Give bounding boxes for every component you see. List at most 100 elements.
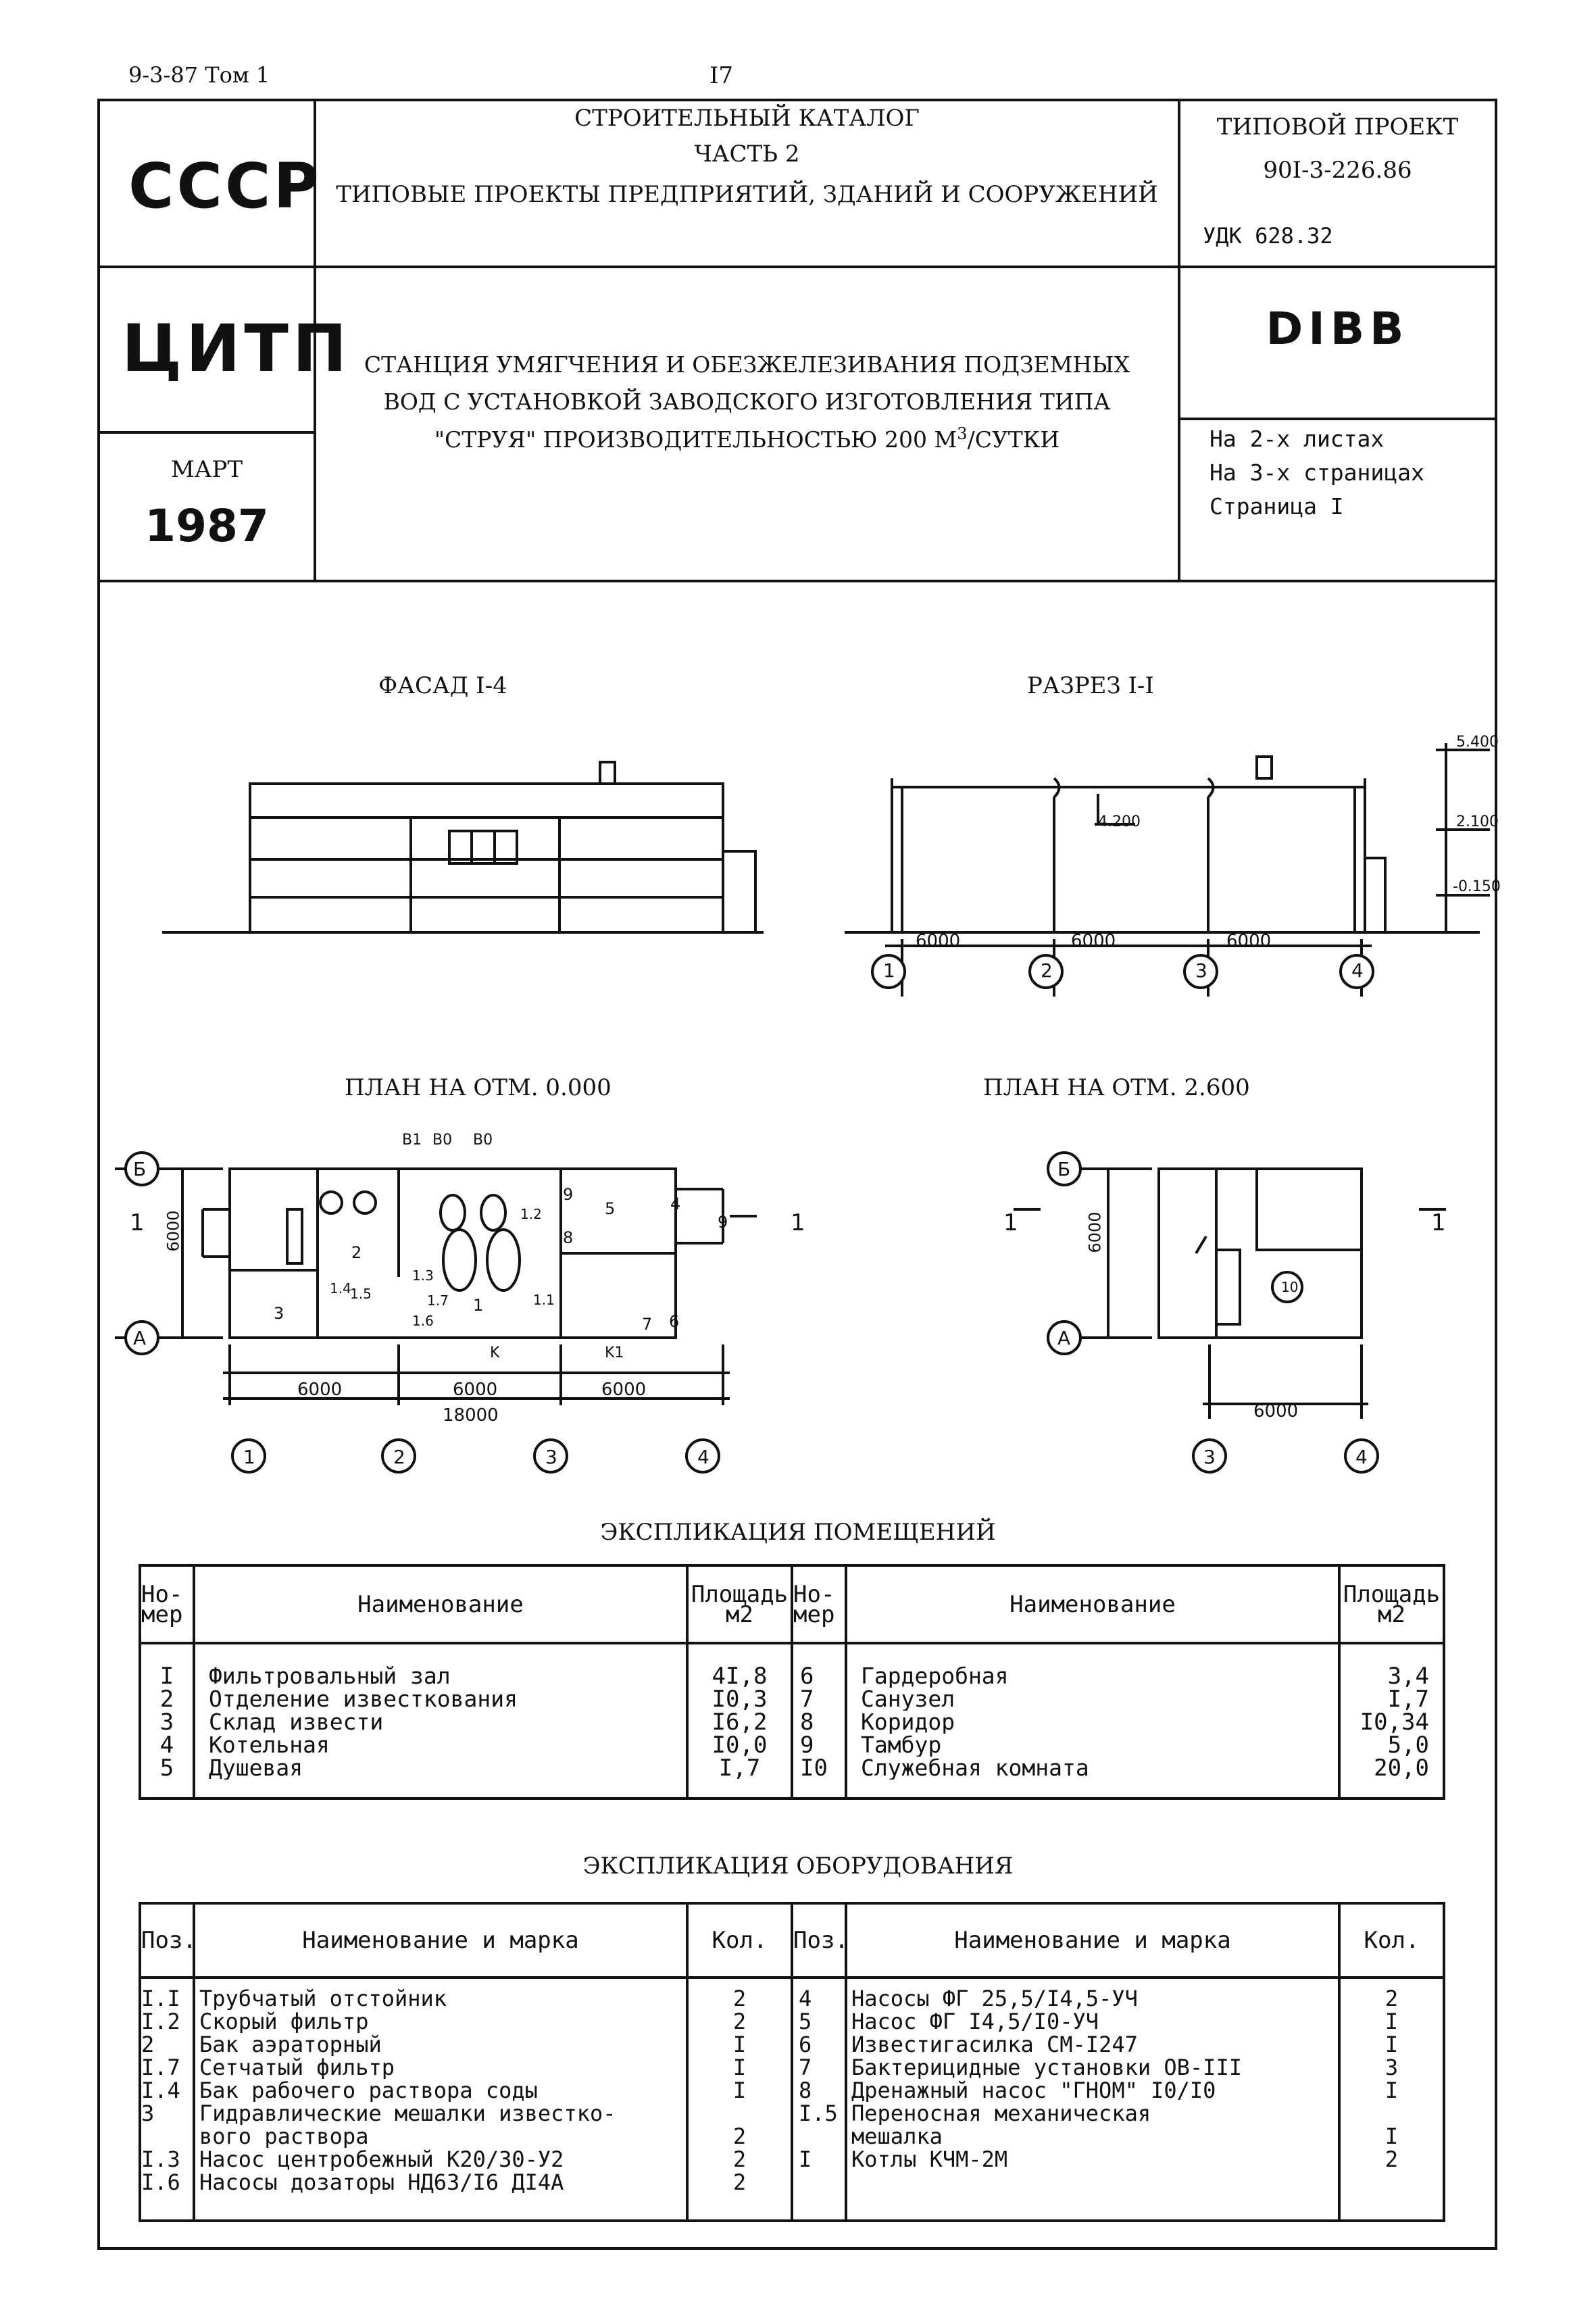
elev-low: -0.150 [1453, 878, 1501, 895]
plan2-cut-right: 1 [1431, 1209, 1446, 1236]
table-row: 3,4 [1387, 1665, 1429, 1688]
table-row: I.6 [141, 2171, 180, 2194]
table-row: Насос центробежный К20/30-У2 [199, 2148, 564, 2171]
section-axis-4: 4 [1351, 959, 1364, 982]
table-row: Насосы дозаторы НД63/I6 ДI4А [199, 2171, 564, 2194]
table-row: 4I,8 [712, 1665, 768, 1688]
table-row: Известигасилка СМ-I247 [851, 2033, 1138, 2056]
project-title-line2: ВОД С УСТАНОВКОЙ ЗАВОДСКОГО ИЗГОТОВЛЕНИЯ… [383, 388, 1111, 415]
plan0-drawing [115, 1151, 757, 1474]
table-row: 4 [799, 1987, 812, 2010]
table-row: I6,2 [712, 1711, 768, 1734]
cut-mark-left: 1 [130, 1209, 145, 1236]
equip-col-qty-left: 2 2 I I I 2 2 2 [686, 1976, 793, 2222]
section-axis-2: 2 [1041, 959, 1053, 982]
plan2-drawing [1014, 1151, 1446, 1474]
rooms-h-name-right: Наименование [845, 1564, 1341, 1644]
equipment-table-title: ЭКСПЛИКАЦИЯ ОБОРУДОВАНИЯ [582, 1853, 1014, 1880]
catalog-part: ЧАСТЬ 2 [694, 141, 800, 168]
table-row: вого раствора [199, 2125, 369, 2148]
plan0-axis-2: 2 [393, 1446, 405, 1468]
pipe-k1: K1 [605, 1344, 624, 1361]
table-row: I0 [800, 1757, 828, 1780]
table-row: I,7 [1387, 1688, 1429, 1711]
cut-mark-right: 1 [791, 1209, 805, 1236]
table-row: I [1385, 2125, 1399, 2148]
rooms-col-area-left: 4I,8 I0,3 I6,2 I0,0 I,7 [686, 1642, 793, 1800]
project-title-line1: СТАНЦИЯ УМЯГЧЕНИЯ И ОБЕЗЖЕЛЕЗИВАНИЯ ПОДЗ… [364, 351, 1130, 378]
equip-col-pos-right: 4 5 6 7 8 I.5 I [791, 1976, 847, 2222]
table-row: 7 [800, 1688, 814, 1711]
section-dim-2: 6000 [1071, 931, 1116, 951]
table-row: 5 [159, 1757, 174, 1780]
table-row: Котлы КЧМ-2М [851, 2148, 1008, 2171]
table-row: Душевая [209, 1757, 303, 1780]
table-row: 6 [800, 1665, 814, 1688]
room-6-marker: 6 [669, 1312, 680, 1331]
plan2-axis-4: 4 [1355, 1446, 1368, 1468]
equip-col-name-right: Насосы ФГ 25,5/I4,5-УЧ Насос ФГ I4,5/I0-… [845, 1976, 1341, 2222]
table-row: 2 [732, 2148, 747, 2171]
rooms-col-name-left: Фильтровальный зал Отделение известкован… [193, 1642, 689, 1800]
table-row: I [732, 2079, 747, 2102]
facade-title: ФАСАД I-4 [378, 672, 507, 699]
rooms-col-num-left: I 2 3 4 5 [139, 1642, 195, 1800]
plan2-axis-3: 3 [1203, 1446, 1216, 1468]
table-row: I.2 [141, 2010, 180, 2033]
table-row: Гардеробная [861, 1665, 1009, 1688]
table-row: 2 [732, 2010, 747, 2033]
section-dim-1: 6000 [916, 931, 961, 951]
equip-1-7: 1.7 [427, 1292, 449, 1309]
rooms-col-num-right: 6 7 8 9 I0 [791, 1642, 847, 1800]
sheets-label: На 2-х листах [1210, 426, 1385, 452]
table-row: I [1385, 2010, 1399, 2033]
room-4-marker: 4 [670, 1194, 681, 1213]
table-row: 9 [800, 1734, 814, 1757]
table-row: I.4 [141, 2079, 180, 2102]
table-row: I,7 [718, 1757, 761, 1780]
table-row: Бак аэраторный [199, 2033, 382, 2056]
table-row [1341, 2102, 1443, 2125]
table-row: мешалка [851, 2125, 943, 2148]
table-row [141, 2125, 193, 2148]
udk-code: УДК 628.32 [1203, 223, 1333, 249]
project-title-line3: "СТРУЯ" ПРОИЗВОДИТЕЛЬНОСТЬЮ 200 М3/СУТКИ [434, 424, 1060, 453]
table-row: Насосы ФГ 25,5/I4,5-УЧ [851, 1987, 1138, 2010]
rooms-h-name-left: Наименование [193, 1564, 689, 1644]
equip-h-qty-right: Кол. [1338, 1902, 1445, 1979]
equip-h-pos-right: Поз. [791, 1902, 849, 1979]
equip-col-pos-left: I.I I.2 2 I.7 I.4 3 I.3 I.6 [139, 1976, 195, 2222]
rooms-table-title: ЭКСПЛИКАЦИЯ ПОМЕЩЕНИЙ [600, 1519, 996, 1546]
equip-1-4: 1.4 [330, 1280, 351, 1297]
table-row: 2 [1385, 1987, 1399, 2010]
facade-drawing [162, 761, 764, 934]
table-row: Служебная комната [861, 1757, 1089, 1780]
table-row: Отделение известкования [209, 1688, 518, 1711]
pages-label: На 3-х страницах [1210, 459, 1424, 486]
table-row: Насос ФГ I4,5/I0-УЧ [851, 2010, 1099, 2033]
room-9b-marker: 9 [718, 1213, 728, 1232]
plan2-dim-vertical: 6000 [1085, 1211, 1105, 1253]
section-title: РАЗРЕЗ I-I [1027, 672, 1154, 699]
table-row: I0,34 [1360, 1711, 1429, 1734]
table-row: 7 [799, 2056, 812, 2079]
table-row: Фильтровальный зал [209, 1665, 451, 1688]
table-row: I [159, 1665, 174, 1688]
pipe-b0: B0 [473, 1132, 493, 1149]
equip-h-name-right: Наименование и марка [845, 1902, 1341, 1979]
room-7-marker: 7 [642, 1315, 653, 1334]
table-row: 6 [799, 2033, 812, 2056]
elev-inner: 4.200 [1098, 813, 1141, 830]
plan0-dim-2: 6000 [453, 1380, 498, 1400]
table-row: Склад извести [209, 1711, 384, 1734]
table-row: 8 [800, 1711, 814, 1734]
pipe-b0-label: B0 [432, 1132, 453, 1149]
rooms-col-name-right: Гардеробная Санузел Коридор Тамбур Служе… [845, 1642, 1341, 1800]
section-drawing [845, 743, 1490, 997]
table-row [851, 2171, 1338, 2194]
equip-1-3: 1.3 [412, 1267, 434, 1284]
table-row: 2 [159, 1688, 174, 1711]
plan2-axis-a: А [1057, 1327, 1071, 1349]
